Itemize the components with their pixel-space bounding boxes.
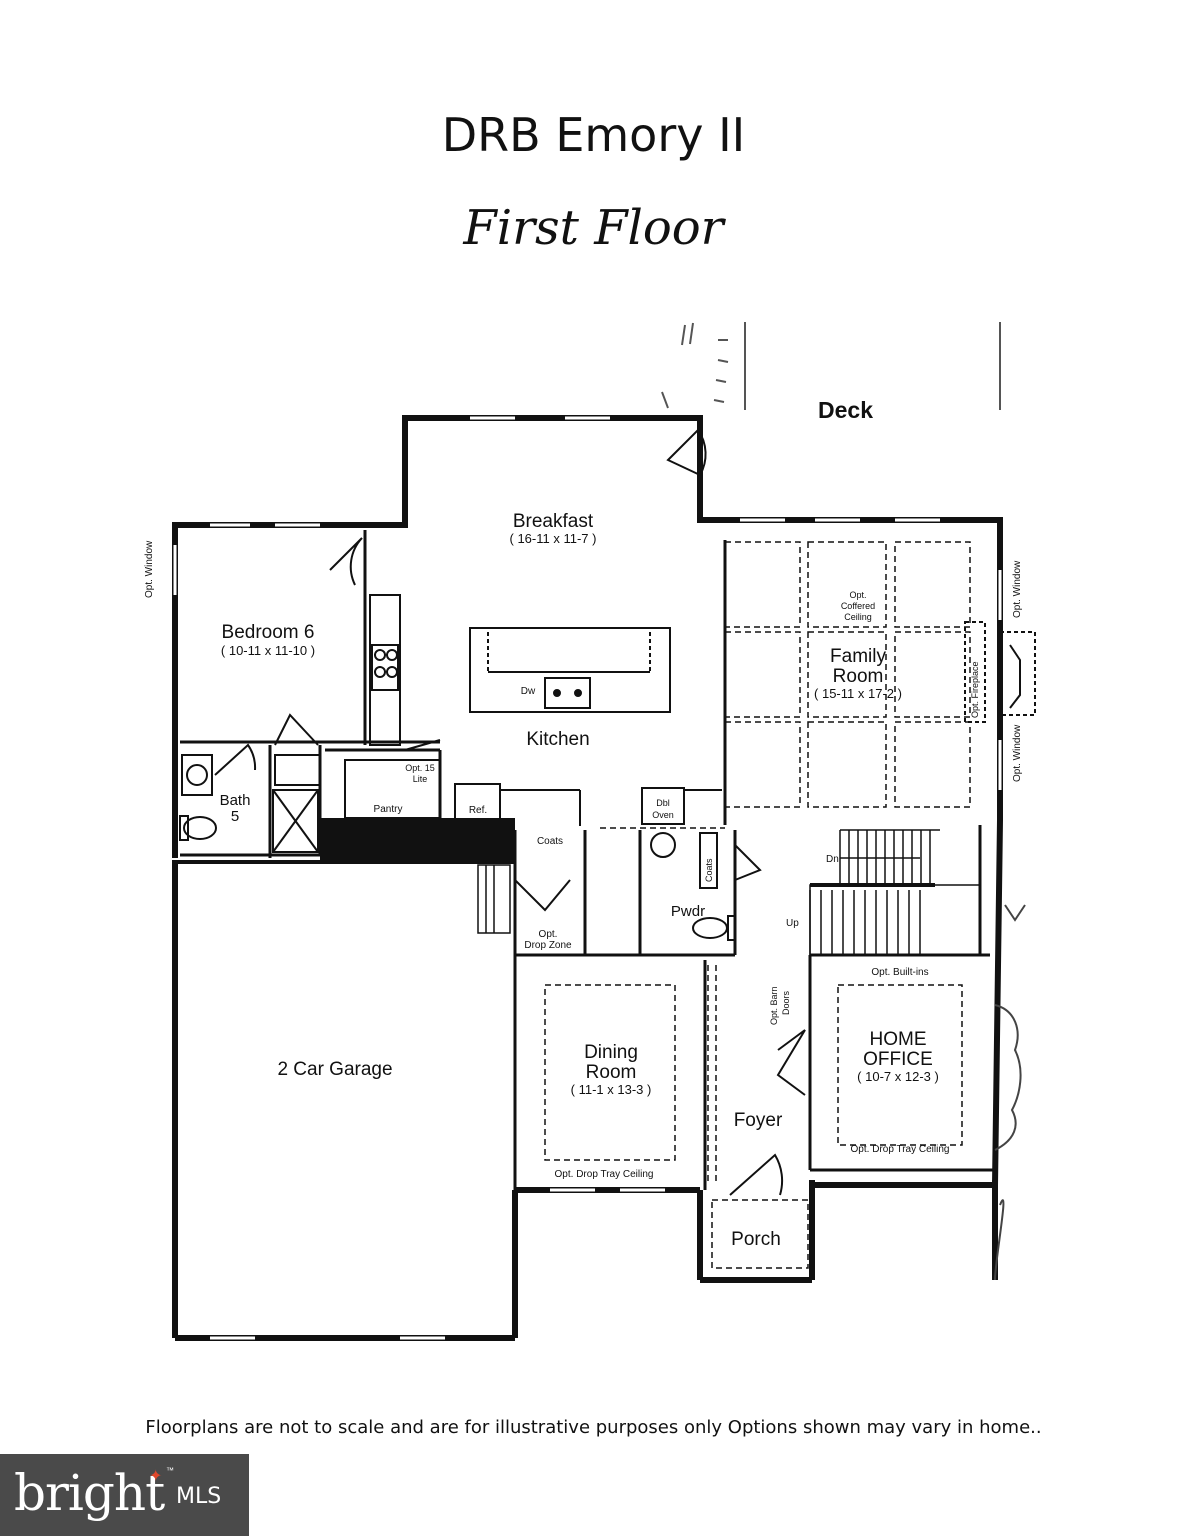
garage-step xyxy=(477,864,511,934)
opt-lite-label-2: Lite xyxy=(413,774,428,784)
barn-doors-label-2: Doors xyxy=(781,990,791,1015)
bath-label-1: Bath xyxy=(220,792,251,809)
dining-label-1: Dining xyxy=(584,1042,638,1063)
family-room-dims: ( 15-11 x 17-2 ) xyxy=(814,686,902,701)
built-ins-label: Opt. Built-ins xyxy=(871,967,928,978)
breakfast-label: Breakfast xyxy=(513,511,594,532)
pantry-label: Pantry xyxy=(374,804,403,815)
plan-title: DRB Emory II xyxy=(441,108,746,162)
logo-wordmark: bright xyxy=(14,1464,165,1522)
floor-subtitle: First Floor xyxy=(463,200,724,256)
barn-doors-label-1: Opt. Barn xyxy=(769,986,779,1025)
dw-label: Dw xyxy=(521,686,536,697)
deck-sketch xyxy=(661,322,1001,410)
coffered-label-2: Coffered xyxy=(841,601,875,611)
coats-vertical-label: Coats xyxy=(704,858,714,882)
dbl-oven-label-2: Oven xyxy=(652,810,674,820)
office-tray-label: Opt. Drop Tray Ceiling xyxy=(851,1144,950,1155)
stairs xyxy=(809,829,981,956)
coffered-label-1: Opt. xyxy=(849,590,866,600)
opt-fireplace-label: Opt. Fireplace xyxy=(970,661,980,718)
breakfast-dims: ( 16-11 x 11-7 ) xyxy=(510,531,597,546)
drop-zone-label-2: Drop Zone xyxy=(524,940,572,951)
doors xyxy=(214,428,806,1196)
bedroom6-label: Bedroom 6 xyxy=(222,622,315,643)
office-dims: ( 10-7 x 12-3 ) xyxy=(857,1069,939,1084)
opt-window-right-bottom: Opt. Window xyxy=(1012,724,1023,782)
dining-tray-label: Opt. Drop Tray Ceiling xyxy=(555,1169,654,1180)
kitchen-label: Kitchen xyxy=(526,729,589,750)
dining-dims: ( 11-1 x 13-3 ) xyxy=(571,1082,652,1097)
fireplace xyxy=(964,621,1036,723)
opt-window-right-top: Opt. Window xyxy=(1012,560,1023,618)
bath-label-2: 5 xyxy=(231,808,239,825)
opt-window-left: Opt. Window xyxy=(144,540,155,598)
family-room-label-1: Family xyxy=(830,646,886,667)
opt-lite-label-1: Opt. 15 xyxy=(405,763,435,773)
garage-wall-band xyxy=(320,818,515,860)
family-room-label-2: Room xyxy=(833,666,884,687)
bright-mls-logo: bright ✦ ™ MLS xyxy=(0,1454,249,1536)
disclaimer-text: Floorplans are not to scale and are for … xyxy=(145,1417,1042,1438)
garage-label: 2 Car Garage xyxy=(277,1059,392,1080)
tray-ceilings xyxy=(544,965,963,1269)
office-label-2: OFFICE xyxy=(863,1049,933,1070)
kitchen-fixtures xyxy=(344,594,722,829)
bay-sketch xyxy=(994,904,1026,1281)
drop-zone-label-1: Opt. xyxy=(539,929,558,940)
logo-spark-icon: ✦ xyxy=(149,1468,163,1485)
coats-label: Coats xyxy=(537,836,563,847)
office-label-1: HOME xyxy=(870,1029,927,1050)
stairs-up-label: Up xyxy=(786,918,799,929)
logo-mls: MLS xyxy=(176,1484,222,1509)
stairs-dn-label: Dn xyxy=(826,854,839,865)
dining-label-2: Room xyxy=(586,1062,637,1083)
bath-fixtures xyxy=(179,754,736,941)
logo-trademark: ™ xyxy=(166,1466,174,1475)
porch-label: Porch xyxy=(731,1229,781,1250)
ref-label: Ref. xyxy=(469,805,487,816)
foyer-label: Foyer xyxy=(734,1110,783,1131)
deck-label: Deck xyxy=(818,397,873,423)
pwdr-label: Pwdr xyxy=(671,903,705,920)
bedroom6-dims: ( 10-11 x 11-10 ) xyxy=(221,643,315,658)
coffered-label-3: Ceiling xyxy=(844,612,872,622)
windows xyxy=(173,416,1002,1340)
coffered-ceiling xyxy=(515,541,971,956)
dbl-oven-label-1: Dbl xyxy=(656,798,670,808)
